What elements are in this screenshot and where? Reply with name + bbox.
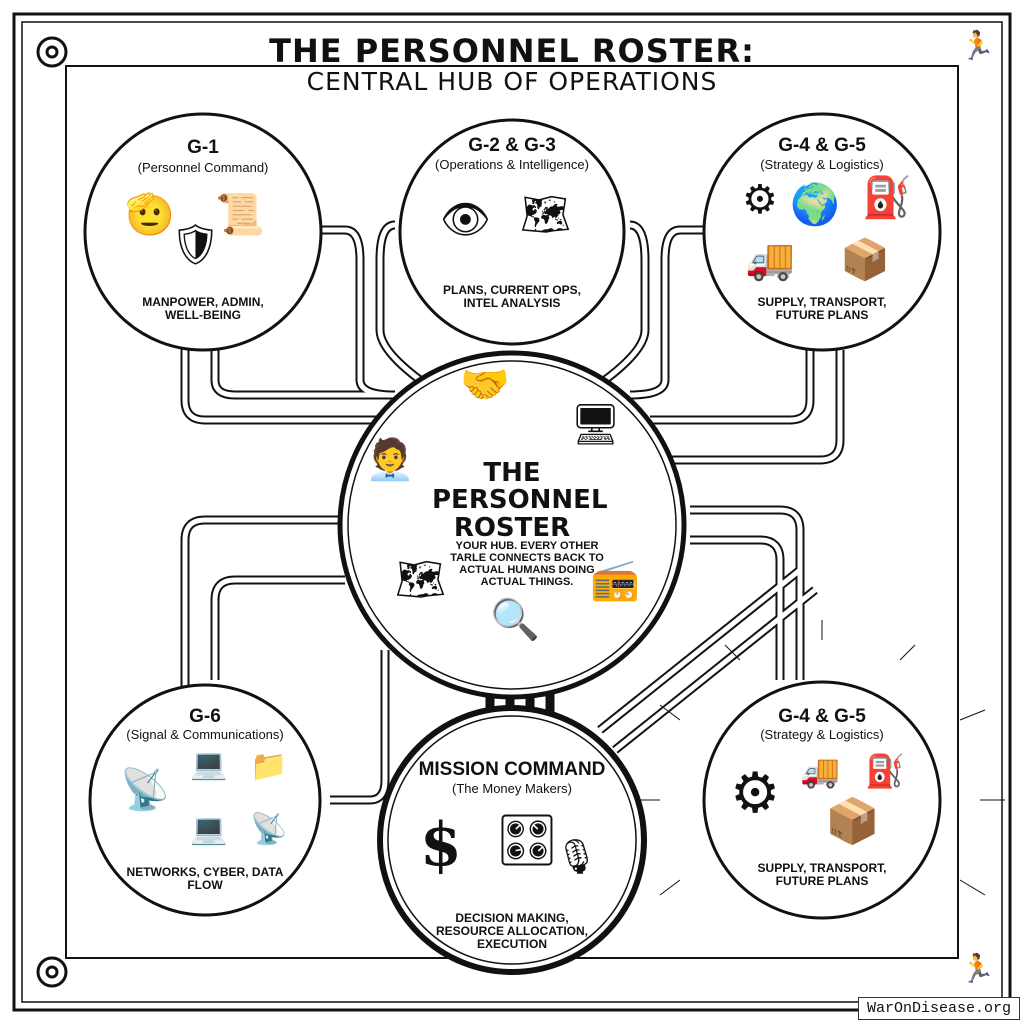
hub-title-line: ROSTER bbox=[453, 512, 571, 543]
hub-title-line: THE bbox=[483, 458, 541, 488]
node-caption: SUPPLY, TRANSPORT, FUTURE PLANS bbox=[757, 861, 887, 889]
sunburst bbox=[640, 620, 1005, 896]
hub-title-line: PERSONNEL bbox=[432, 485, 608, 516]
laptop-icon: 💻 bbox=[190, 813, 228, 846]
shield-icon: 🛡 bbox=[170, 223, 221, 267]
running-man-icon: 🏃 bbox=[960, 953, 995, 984]
person-with-tablet-icon: 🧑‍💼 bbox=[365, 438, 415, 482]
mission-inner-ring bbox=[387, 715, 637, 965]
folder-icon: 📁 bbox=[250, 750, 288, 783]
winged-dollar-icon: $ bbox=[420, 810, 462, 880]
circle-mission bbox=[377, 705, 647, 975]
crates-icon: 📦 bbox=[840, 238, 890, 282]
node-subtitle: (Strategy & Logistics) bbox=[760, 157, 884, 172]
node-subtitle: (The Money Makers) bbox=[452, 781, 572, 796]
fuel-pump-icon: ⛽ bbox=[865, 753, 905, 789]
node-caption: PLANS, CURRENT OPS, INTEL ANALYSIS bbox=[442, 283, 581, 311]
running-man-icon: 🏃 bbox=[960, 30, 995, 61]
node-subtitle: (Operations & Intelligence) bbox=[435, 157, 589, 172]
microphone-icon: 🎙 bbox=[555, 838, 599, 876]
node-heading: MISSION COMMAND bbox=[418, 759, 606, 780]
gear-icon: ⚙ bbox=[742, 178, 778, 222]
node-subtitle: (Signal & Communications) bbox=[126, 727, 284, 742]
scroll-certificate-icon: 📜 bbox=[215, 193, 265, 237]
laptop-icon: 💻 bbox=[190, 748, 228, 781]
fuel-pump-icon: ⛽ bbox=[862, 176, 912, 220]
gear-corner-icon bbox=[36, 36, 68, 988]
outer-frame bbox=[12, 12, 1012, 1012]
operators-console-icon: 🖥 bbox=[570, 403, 621, 447]
circle-g4-g5-top bbox=[702, 112, 942, 352]
node-subtitle: (Strategy & Logistics) bbox=[760, 727, 884, 742]
handshake-icon: 🤝 bbox=[460, 363, 510, 407]
node-heading: G-6 bbox=[189, 706, 221, 727]
node-subtitle: (Personnel Command) bbox=[137, 160, 269, 175]
circle-g6 bbox=[88, 683, 322, 917]
watermark: WarOnDisease.org bbox=[857, 997, 1020, 1020]
page-subtitle: CENTRAL HUB OF OPERATIONS bbox=[306, 67, 718, 96]
magnifier-icon: 🔍 bbox=[490, 598, 540, 642]
hub-title: THE PERSONNEL ROSTER bbox=[432, 458, 608, 543]
person-with-map-icon: 🗺 bbox=[395, 558, 446, 602]
truck-icon: 🚚 bbox=[745, 238, 795, 282]
node-caption: NETWORKS, CYBER, DATA FLOW bbox=[126, 865, 284, 893]
node-caption: SUPPLY, TRANSPORT, FUTURE PLANS bbox=[757, 295, 887, 323]
circle-g4-g5-bottom bbox=[702, 680, 942, 920]
saluting-officer-icon: 🫡 bbox=[125, 193, 175, 237]
connector-highlights bbox=[182, 222, 843, 803]
hub-inner-ring bbox=[347, 360, 677, 690]
globe-icon: 🌍 bbox=[790, 183, 840, 227]
inner-frame bbox=[21, 21, 1003, 1003]
truck-icon: 🚚 bbox=[800, 753, 840, 789]
satellite-dish-icon: 📡 bbox=[250, 813, 288, 846]
node-heading: G-2 & G-3 bbox=[468, 135, 556, 156]
gear-globe-icon: ⚙ bbox=[730, 761, 781, 824]
hub-description: YOUR HUB. EVERY OTHER TARLE CONNECTS BAC… bbox=[450, 540, 604, 589]
node-caption: DECISION MAKING, RESOURCE ALLOCATION, EX… bbox=[436, 911, 588, 952]
node-heading: G-4 & G-5 bbox=[778, 706, 866, 727]
node-heading: G-1 bbox=[187, 137, 219, 158]
eye-compass-icon: 👁 bbox=[440, 198, 491, 242]
crates-icon: 📦 bbox=[825, 797, 880, 846]
node-caption: MANPOWER, ADMIN, WELL-BEING bbox=[142, 295, 264, 323]
control-console-icon: 🎛 bbox=[495, 812, 559, 868]
node-heading: G-4 & G-5 bbox=[778, 135, 866, 156]
map-brain-icon: 🗺 bbox=[520, 193, 571, 237]
circle-g1 bbox=[83, 112, 323, 352]
page-title: THE PERSONNEL ROSTER: bbox=[269, 32, 755, 70]
circle-hub bbox=[337, 350, 687, 700]
circle-g2-g3 bbox=[398, 118, 626, 346]
person-with-radio-icon: 📻 bbox=[590, 558, 640, 602]
radio-tower-icon: 📡 bbox=[120, 768, 170, 812]
